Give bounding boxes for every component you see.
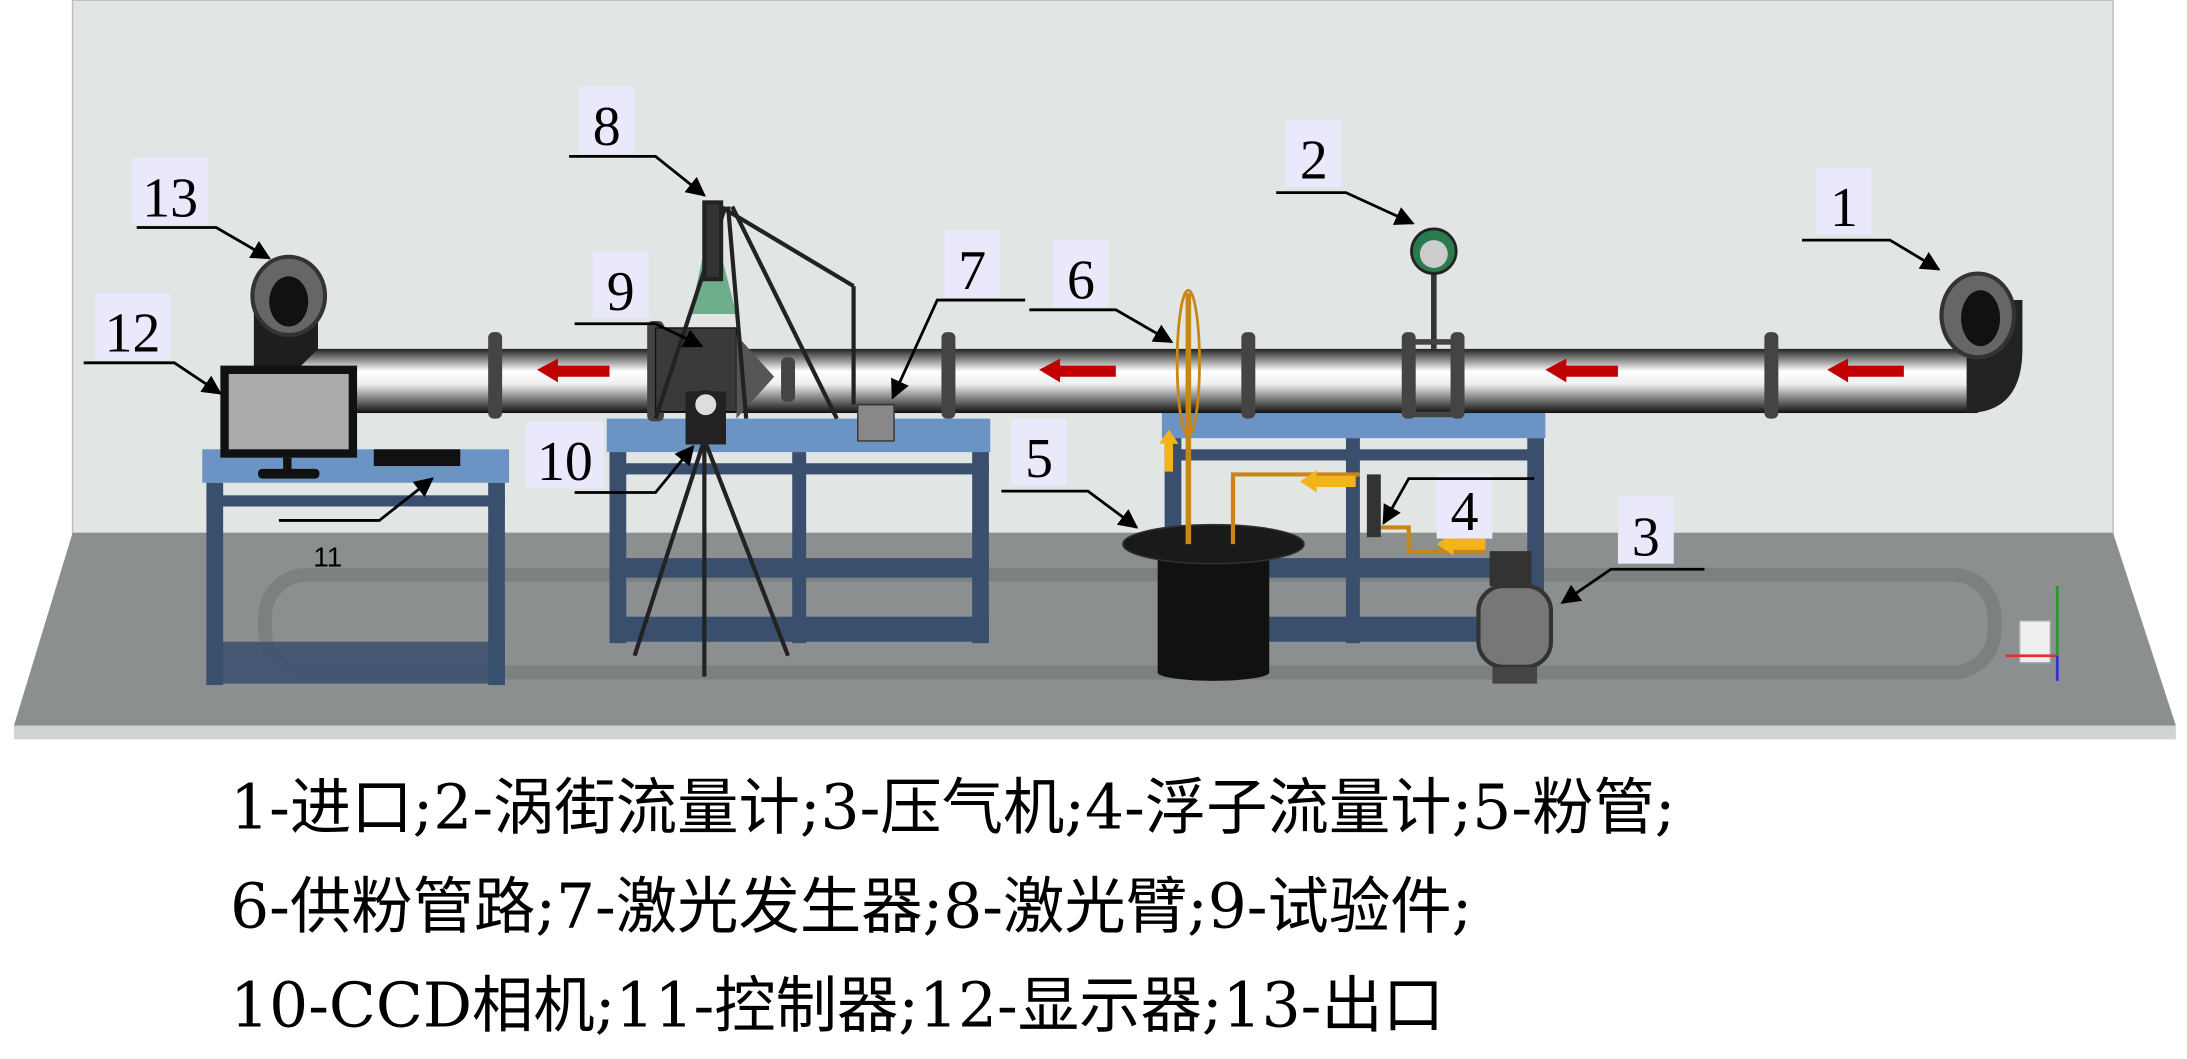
caption-line-3: 10-CCD相机;11-控制器;12-显示器;13-出口 (230, 971, 1444, 1042)
callout-12: 12 (83, 293, 222, 395)
caption-line-1: 1-进口;2-涡街流量计;3-压气机;4-浮子流量计;5-粉管; (230, 773, 1675, 844)
powder-flow-arrows (1159, 429, 1486, 556)
flow-arrows (536, 358, 1904, 383)
monitor (220, 365, 358, 479)
powder-tube (1122, 288, 1486, 681)
svg-text:2: 2 (1300, 130, 1328, 192)
callout-11: 11 (278, 477, 434, 572)
callout-5: 5 (1001, 418, 1139, 529)
svg-text:1: 1 (1830, 177, 1858, 239)
ccd-camera (632, 390, 790, 677)
laser-arm (653, 200, 856, 420)
svg-text:12: 12 (105, 303, 161, 365)
callout-2: 2 (1276, 120, 1415, 225)
callout-3: 3 (1560, 496, 1705, 604)
callout-9: 9 (574, 251, 704, 348)
float-flowmeter (1366, 474, 1381, 538)
floor-shadow (258, 567, 2002, 680)
figure-caption: 1-进口;2-涡街流量计;3-压气机;4-浮子流量计;5-粉管; 6-供粉管路;… (230, 773, 1675, 1042)
axis-triad-icon (2005, 585, 2059, 681)
callout-10: 10 (525, 421, 695, 494)
svg-text:3: 3 (1632, 506, 1660, 568)
main-pipe (250, 254, 2023, 414)
svg-text:5: 5 (1025, 428, 1053, 490)
callout-1: 1 (1802, 167, 1941, 271)
svg-text:11: 11 (313, 541, 342, 572)
callout-13: 13 (132, 157, 271, 260)
callout-8: 8 (569, 86, 706, 197)
callout-4: 4 (1382, 474, 1535, 543)
svg-text:9: 9 (607, 261, 635, 323)
controller-box (373, 449, 461, 467)
vortex-flowmeter (1405, 227, 1462, 418)
svg-text:7: 7 (958, 240, 986, 302)
compressor (1476, 551, 1554, 684)
svg-text:8: 8 (593, 96, 621, 158)
laser-generator (857, 403, 895, 442)
callout-6: 6 (1029, 240, 1174, 344)
callout-7: 7 (891, 230, 1026, 400)
svg-text:4: 4 (1451, 481, 1479, 543)
svg-text:13: 13 (142, 167, 198, 229)
svg-text:6: 6 (1067, 250, 1095, 312)
caption-line-2: 6-供粉管路;7-激光发生器;8-激光臂;9-试验件; (230, 872, 1472, 943)
floor-edge (13, 725, 2176, 740)
callouts: 1 2 3 4 5 6 7 8 9 10 11 12 13 (83, 86, 1941, 604)
svg-text:10: 10 (537, 431, 593, 493)
